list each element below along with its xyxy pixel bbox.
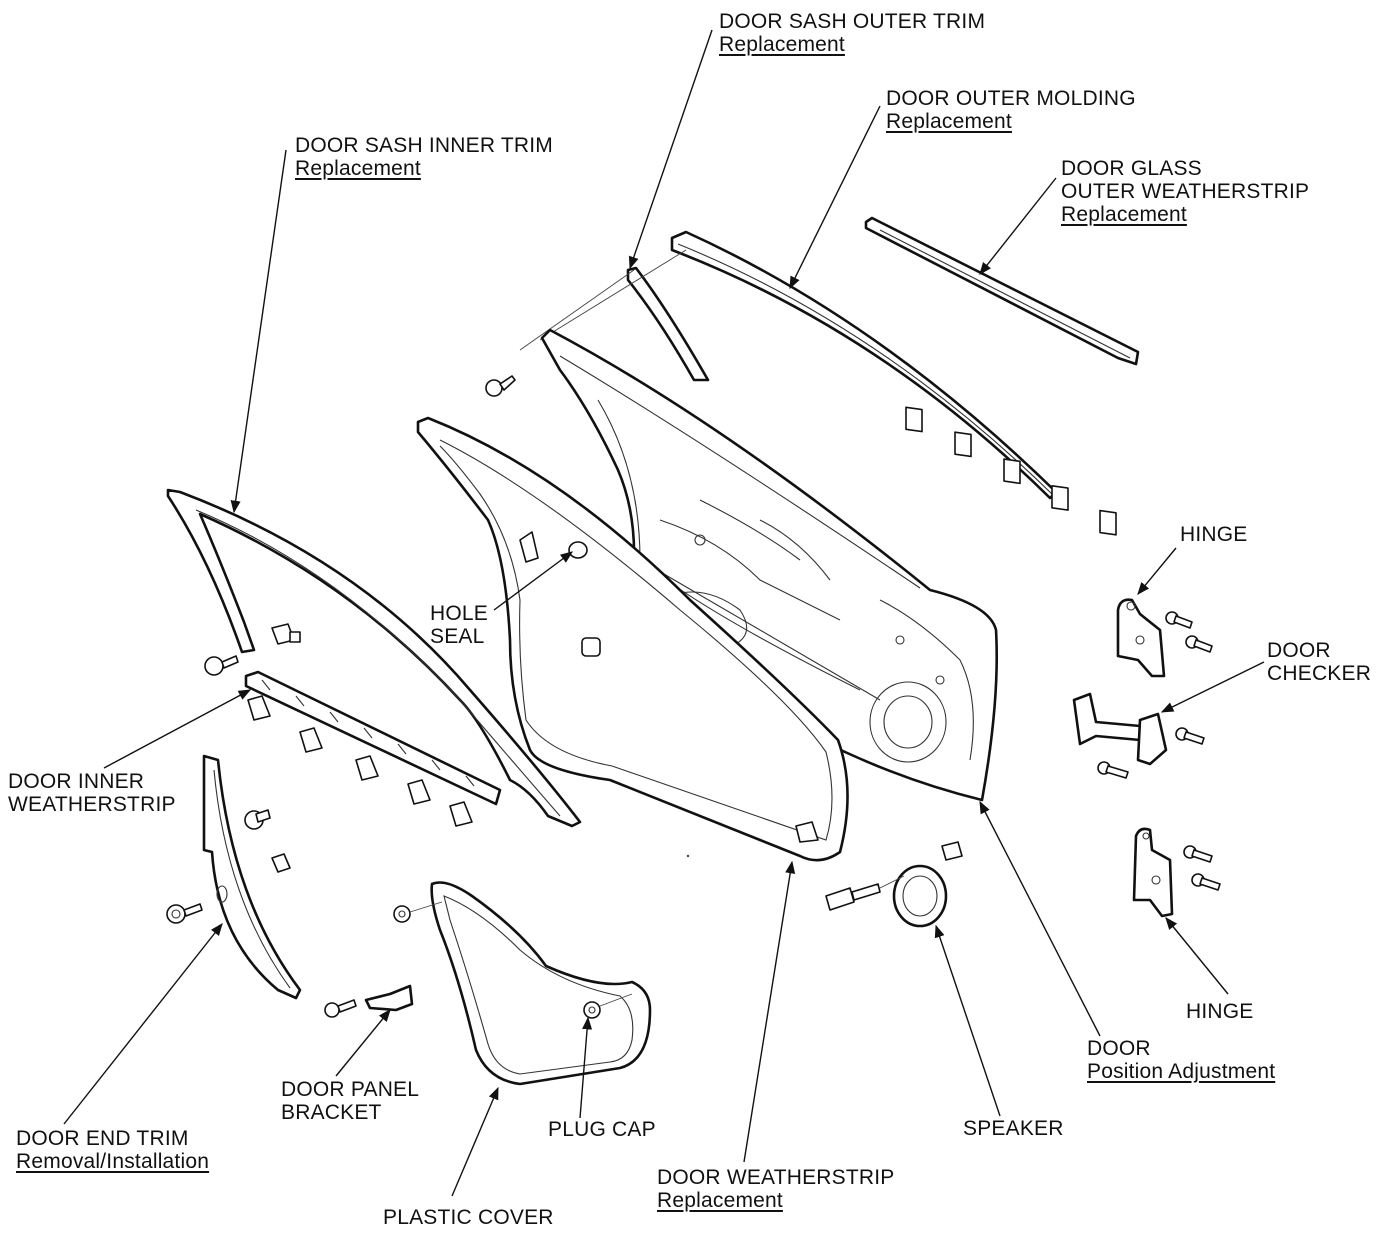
door-sash-outer-trim — [626, 266, 710, 382]
label-speaker: SPEAKER — [963, 1117, 1064, 1140]
plastic-cover-title: PLASTIC COVER — [383, 1206, 554, 1229]
label-door: DOOR Position Adjustment — [1087, 1037, 1275, 1083]
label-hole-seal: HOLE SEAL — [430, 602, 488, 648]
door-inner-weatherstrip — [244, 670, 502, 806]
hole-seal-title-2: SEAL — [430, 625, 485, 648]
label-plastic-cover: PLASTIC COVER — [383, 1206, 554, 1229]
glass-outer-weatherstrip-title-1: DOOR GLASS — [1061, 157, 1202, 180]
label-plug-cap: PLUG CAP — [548, 1118, 656, 1141]
label-door-panel-bracket: DOOR PANEL BRACKET — [281, 1078, 419, 1124]
leader-lines — [63, 29, 1265, 1197]
plastic-cover — [430, 881, 652, 1086]
panel-bracket-title-1: DOOR PANEL — [281, 1078, 420, 1101]
label-hinge-lower: HINGE — [1186, 1000, 1254, 1023]
door-weatherstrip-title: DOOR WEATHERSTRIP — [657, 1166, 895, 1189]
door-weatherstrip-replacement-link[interactable]: Replacement — [657, 1189, 783, 1212]
label-door-end-trim: DOOR END TRIM Removal/Installation — [16, 1127, 209, 1173]
sash-inner-trim-title: DOOR SASH INNER TRIM — [295, 134, 553, 157]
sash-outer-trim-title: DOOR SASH OUTER TRIM — [719, 10, 986, 33]
door-checker-title-2: CHECKER — [1267, 662, 1372, 685]
hole-seal-title-1: HOLE — [430, 602, 488, 625]
hole-seal-part — [568, 541, 588, 559]
weatherstrip-clips — [905, 406, 1117, 536]
door-panel-bracket — [324, 984, 414, 1018]
inner-weatherstrip-clips — [247, 695, 473, 827]
end-trim-removal-installation-link[interactable]: Removal/Installation — [16, 1150, 210, 1173]
label-door-weatherstrip: DOOR WEATHERSTRIP Replacement — [657, 1166, 895, 1212]
sash-outer-trim-dashline — [539, 249, 687, 341]
sash-grommet — [485, 375, 516, 397]
label-hinge-upper: HINGE — [1180, 523, 1248, 546]
end-trim-title: DOOR END TRIM — [16, 1127, 189, 1150]
glass-outer-weatherstrip-title-2: OUTER WEATHERSTRIP — [1061, 180, 1310, 203]
door-sash-inner-trim — [166, 488, 582, 828]
plastic-cover-clips — [393, 901, 633, 1019]
weatherstrip-fasteners — [519, 531, 819, 843]
upper-hinge — [1116, 598, 1213, 678]
door-body — [540, 328, 999, 802]
end-trim-fasteners — [166, 809, 291, 924]
door-title: DOOR — [1087, 1037, 1151, 1060]
inner-weatherstrip-title-2: WEATHERSTRIP — [8, 793, 176, 816]
hinge-lower-title: HINGE — [1186, 1000, 1254, 1023]
hinge-upper-title: HINGE — [1180, 523, 1248, 546]
plug-cap-title: PLUG CAP — [548, 1118, 656, 1141]
glass-outer-weatherstrip-replacement-link[interactable]: Replacement — [1061, 203, 1187, 226]
label-door-sash-inner-trim: DOOR SASH INNER TRIM Replacement — [295, 134, 553, 180]
outer-molding-replacement-link[interactable]: Replacement — [886, 110, 1012, 133]
inner-weatherstrip-title-1: DOOR INNER — [8, 770, 145, 793]
speaker-title: SPEAKER — [963, 1117, 1064, 1140]
label-door-checker: DOOR CHECKER — [1267, 639, 1371, 685]
door-weatherstrip — [416, 416, 849, 862]
panel-bracket-title-2: BRACKET — [281, 1101, 382, 1124]
outer-molding-title: DOOR OUTER MOLDING — [886, 87, 1136, 110]
door-glass-outer-weatherstrip — [864, 216, 1140, 366]
sash-outer-trim-replacement-link[interactable]: Replacement — [719, 33, 845, 56]
lower-hinge — [1132, 827, 1221, 918]
inner-trim-clips — [204, 623, 301, 676]
label-door-inner-weatherstrip: DOOR INNER WEATHERSTRIP — [8, 770, 176, 816]
door-position-adjustment-link[interactable]: Position Adjustment — [1087, 1060, 1276, 1083]
stray-dot — [686, 854, 690, 858]
label-door-outer-molding: DOOR OUTER MOLDING Replacement — [886, 87, 1136, 133]
label-door-glass-outer-weatherstrip: DOOR GLASS OUTER WEATHERSTRIP Replacemen… — [1061, 157, 1309, 226]
door-checker-title-1: DOOR — [1267, 639, 1331, 662]
door-checker-part — [1072, 692, 1205, 779]
label-door-sash-outer-trim: DOOR SASH OUTER TRIM Replacement — [719, 10, 985, 56]
sash-inner-trim-replacement-link[interactable]: Replacement — [295, 157, 421, 180]
door-end-trim — [202, 754, 302, 1000]
speaker-part — [825, 841, 963, 928]
